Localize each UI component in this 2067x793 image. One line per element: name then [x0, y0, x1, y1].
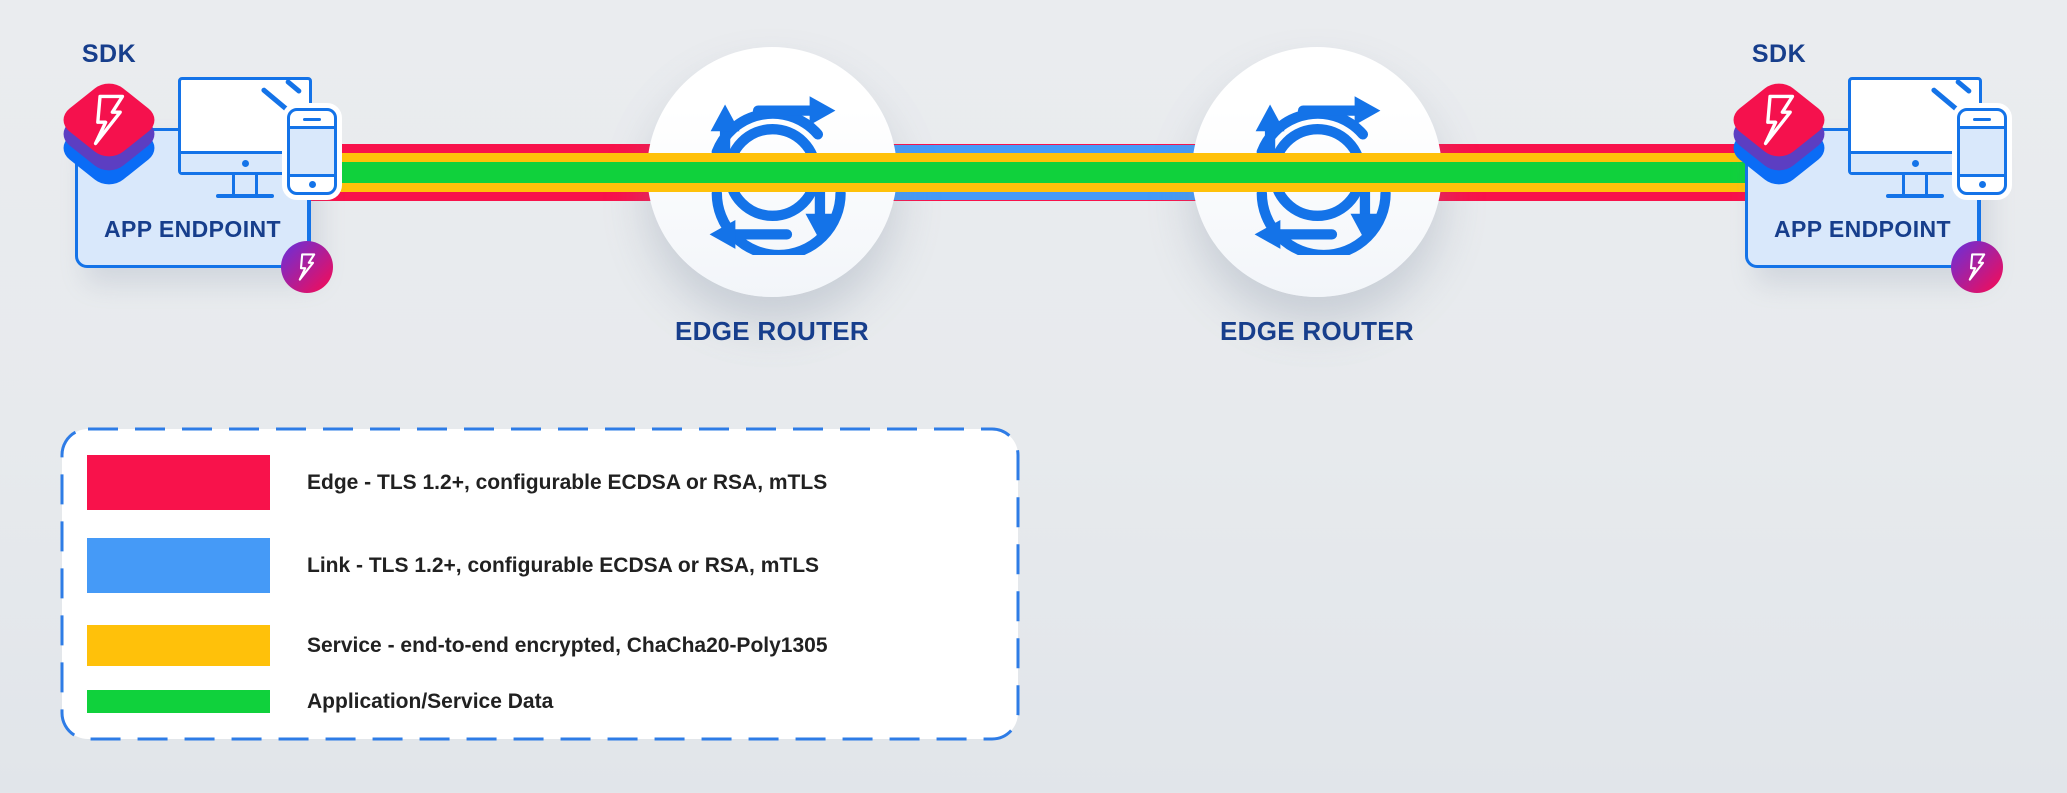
- phone-speaker: [1973, 118, 1991, 121]
- phone-speaker: [303, 118, 321, 121]
- legend-item-edge: Edge - TLS 1.2+, configurable ECDSA or R…: [87, 455, 827, 510]
- legend-label-data: Application/Service Data: [307, 689, 554, 713]
- phone-home-button: [308, 181, 316, 188]
- sdk-badge-icon: [281, 241, 333, 293]
- smartphone-icon: [287, 108, 337, 195]
- legend-label-edge: Edge - TLS 1.2+, configurable ECDSA or R…: [307, 470, 828, 494]
- legend-item-service: Service - end-to-end encrypted, ChaCha20…: [87, 625, 828, 666]
- app-endpoint-label: APP ENDPOINT: [104, 216, 281, 242]
- phone-screen: [290, 126, 334, 177]
- legend-item-link: Link - TLS 1.2+, configurable ECDSA or R…: [87, 538, 819, 593]
- sdk-label: SDK: [81, 40, 137, 68]
- service-stripe-bottom: [310, 183, 1745, 192]
- app-endpoint-label: APP ENDPOINT: [1774, 216, 1951, 242]
- legend-label-service: Service - end-to-end encrypted, ChaCha20…: [307, 633, 828, 657]
- legend-swatch-edge: [87, 455, 270, 510]
- app-endpoint-group-right: SDK APP ENDPOINT: [1670, 0, 2067, 330]
- edge-router-label-right: EDGE ROUTER: [1220, 316, 1414, 346]
- phone-home-button: [1978, 181, 1986, 188]
- sdk-badge-icon: [1951, 241, 2003, 293]
- monitor-base: [1886, 194, 1944, 198]
- link-stripe-bottom: [800, 192, 1300, 200]
- monitor-power-dot: [1911, 160, 1919, 167]
- badge-connector-line: [1978, 195, 1981, 247]
- legend: Edge - TLS 1.2+, configurable ECDSA or R…: [60, 427, 1020, 741]
- service-stripe-top: [310, 153, 1745, 162]
- monitor-bezel: [181, 151, 309, 172]
- legend-swatch-data: [87, 690, 270, 713]
- legend-item-data: Application/Service Data: [87, 690, 553, 713]
- phone-screen: [1960, 126, 2004, 177]
- lightning-bolt-icon: [298, 253, 316, 281]
- badge-connector-line: [308, 195, 311, 247]
- legend-dashed-border: [60, 427, 1020, 741]
- legend-swatch-link: [87, 538, 270, 593]
- app-endpoint-group-left: SDK APP ENDPOINT: [0, 0, 400, 330]
- application-data-stripe: [310, 162, 1745, 183]
- link-stripe-top: [800, 145, 1300, 153]
- lightning-bolt-icon: [1968, 253, 1986, 281]
- legend-swatch-service: [87, 625, 270, 666]
- monitor-stand: [232, 175, 258, 196]
- monitor-power-dot: [241, 160, 249, 167]
- smartphone-icon: [1957, 108, 2007, 195]
- legend-label-link: Link - TLS 1.2+, configurable ECDSA or R…: [307, 553, 820, 577]
- edge-router-label-left: EDGE ROUTER: [675, 316, 869, 346]
- lightning-bolt-icon: [93, 94, 125, 146]
- sdk-label: SDK: [1751, 40, 1807, 68]
- monitor-stand: [1902, 175, 1928, 196]
- monitor-base: [216, 194, 274, 198]
- lightning-bolt-icon: [1763, 94, 1795, 146]
- monitor-bezel: [1851, 151, 1979, 172]
- router-circular-arrows-icon: R: [1254, 96, 1391, 255]
